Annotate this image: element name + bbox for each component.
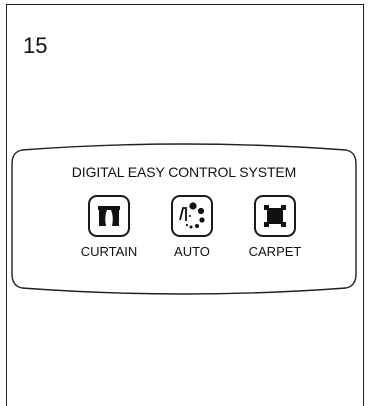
- auto-dots-icon: [179, 202, 205, 229]
- curtain-label: CURTAIN: [80, 244, 138, 259]
- page-frame: 15: [6, 4, 364, 406]
- carpet-control: CARPET: [230, 195, 320, 259]
- auto-control: AUTO: [147, 195, 237, 259]
- auto-button[interactable]: [171, 195, 213, 237]
- carpet-icon: [264, 205, 286, 227]
- panel-title: DIGITAL EASY CONTROL SYSTEM: [71, 164, 297, 180]
- control-panel: DIGITAL EASY CONTROL SYSTEM CURTAIN: [10, 142, 358, 296]
- carpet-label: CARPET: [248, 244, 302, 259]
- panel-outline: [11, 143, 357, 295]
- curtain-icon: [98, 206, 120, 226]
- curtain-button[interactable]: [88, 195, 130, 237]
- curtain-control: CURTAIN: [64, 195, 154, 259]
- carpet-button[interactable]: [254, 195, 296, 237]
- page-number: 15: [23, 33, 48, 58]
- auto-label: AUTO: [174, 244, 210, 259]
